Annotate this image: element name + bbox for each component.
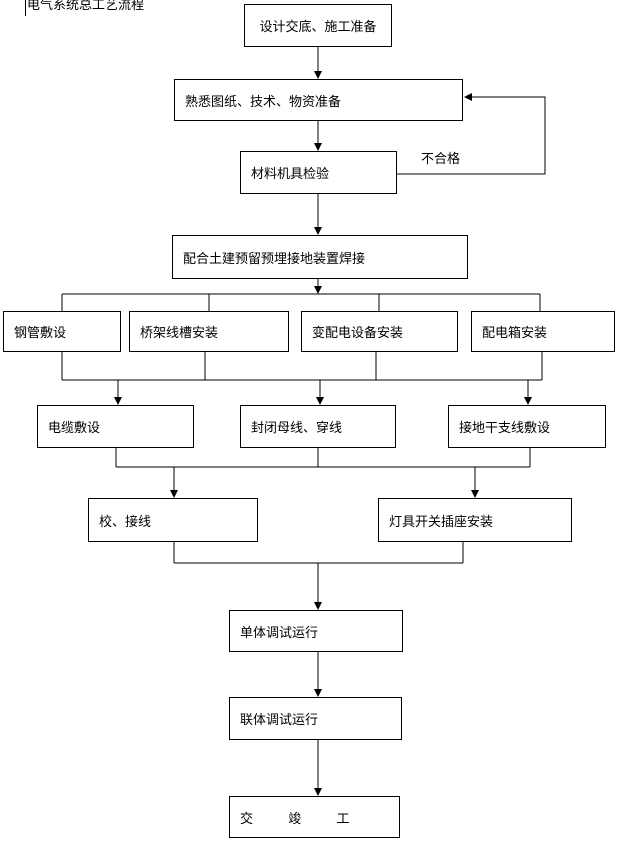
node-connect: 校、接线 [88,498,258,542]
node-inspect: 材料机具检验 [240,151,397,194]
node-distbox: 配电箱安装 [471,311,615,352]
diagram-title: 电气系统总工艺流程 [27,0,145,13]
title-marker [25,0,26,16]
node-cable: 电缆敷设 [37,405,194,448]
node-complete: 交 竣 工 [229,796,400,838]
node-steelpipe: 钢管敷设 [3,311,121,352]
node-design: 设计交底、施工准备 [244,4,392,47]
arrow-fail-loop [397,93,546,175]
node-familiar: 熟悉图纸、技术、物资准备 [174,79,463,121]
node-jointtest: 联体调试运行 [229,697,402,740]
node-bridge: 桥架线槽安装 [129,311,289,352]
node-substation: 变配电设备安装 [301,311,458,352]
node-lighting: 灯具开关插座安装 [378,498,572,542]
label-fail: 不合格 [421,152,461,167]
node-grounding: 接地干支线敷设 [448,405,606,448]
node-prebury: 配合土建预留预埋接地装置焊接 [172,235,468,279]
node-unittest: 单体调试运行 [229,610,403,652]
node-busbar: 封闭母线、穿线 [240,405,396,448]
